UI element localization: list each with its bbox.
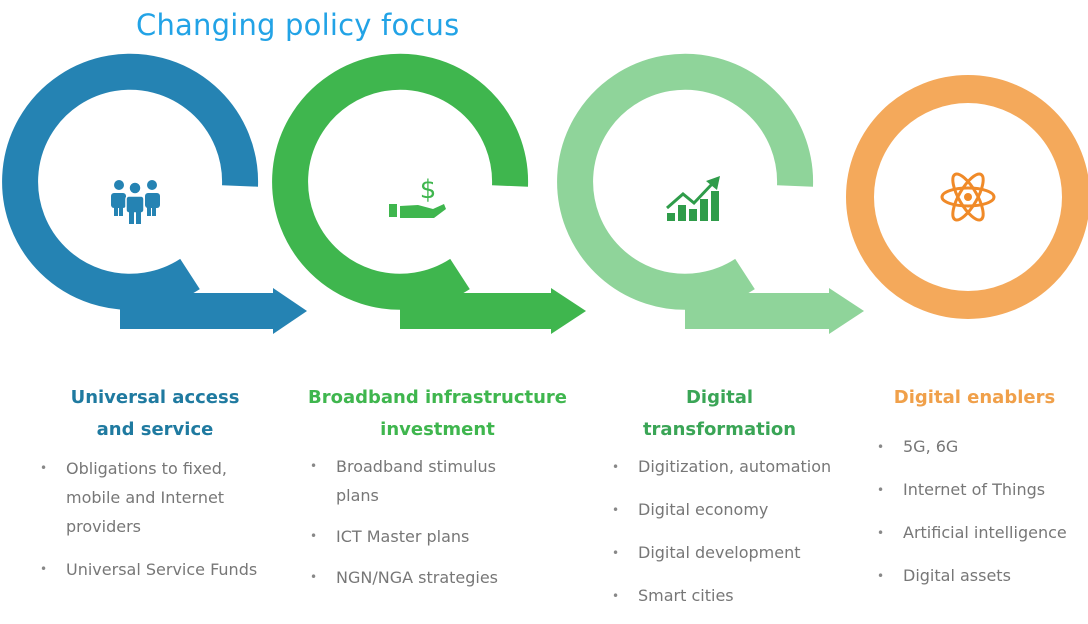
list-item: Digital development bbox=[612, 538, 862, 568]
bullet-list: 5G, 6G Internet of Things Artificial int… bbox=[877, 432, 1088, 591]
stage-digital-enablers: Digital enablers 5G, 6G Internet of Thin… bbox=[877, 382, 1088, 604]
list-item: Internet of Things bbox=[877, 475, 1088, 505]
list-item: Digitization, automation bbox=[612, 452, 862, 482]
people-group-icon bbox=[111, 180, 160, 224]
heading-line: and service bbox=[96, 419, 214, 440]
page-title: Changing policy focus bbox=[136, 8, 460, 42]
svg-text:$: $ bbox=[420, 175, 437, 205]
stage-digital-transformation: Digital transformation Digitization, aut… bbox=[612, 382, 862, 624]
stage-heading: Broadband infrastructure investment bbox=[300, 382, 575, 446]
heading-line: Digital enablers bbox=[893, 387, 1056, 408]
heading-line: investment bbox=[380, 419, 495, 440]
heading-line: Digital bbox=[685, 387, 754, 408]
hand-dollar-icon: $ bbox=[389, 175, 446, 218]
bullet-list: Broadband stimulus plans ICT Master plan… bbox=[300, 452, 575, 592]
list-item: Universal Service Funds bbox=[40, 555, 300, 584]
stage-universal-access: Universal access and service Obligations… bbox=[40, 382, 300, 598]
list-item: Broadband stimulus plans bbox=[310, 452, 516, 510]
list-item: Artificial intelligence bbox=[877, 518, 1088, 548]
list-item: Digital assets bbox=[877, 561, 1088, 591]
list-item: ICT Master plans bbox=[310, 522, 575, 551]
heading-line: Broadband infrastructure bbox=[307, 387, 567, 408]
stage-1-loop bbox=[2, 53, 307, 334]
stage-heading: Universal access and service bbox=[40, 382, 270, 446]
policy-stage-diagram: $ bbox=[2, 53, 1088, 334]
stage-4-ring bbox=[846, 75, 1088, 319]
heading-line: transformation bbox=[642, 419, 797, 440]
growth-chart-icon bbox=[666, 176, 720, 221]
stage-3-loop bbox=[557, 53, 864, 334]
bullet-list: Digitization, automation Digital economy… bbox=[612, 452, 862, 611]
heading-line: Universal access bbox=[70, 387, 240, 408]
list-item: 5G, 6G bbox=[877, 432, 1088, 462]
stage-broadband-investment: Broadband infrastructure investment Broa… bbox=[300, 382, 575, 604]
stage-heading: Digital enablers bbox=[877, 382, 1072, 414]
stage-2-loop bbox=[272, 53, 586, 334]
list-item: NGN/NGA strategies bbox=[310, 563, 575, 592]
atom-icon bbox=[940, 172, 996, 222]
list-item: Digital economy bbox=[612, 495, 862, 525]
stage-heading: Digital transformation bbox=[612, 382, 827, 446]
list-item: Obligations to fixed, mobile and Interne… bbox=[40, 454, 256, 541]
list-item: Smart cities bbox=[612, 581, 862, 611]
bullet-list: Obligations to fixed, mobile and Interne… bbox=[40, 454, 300, 584]
